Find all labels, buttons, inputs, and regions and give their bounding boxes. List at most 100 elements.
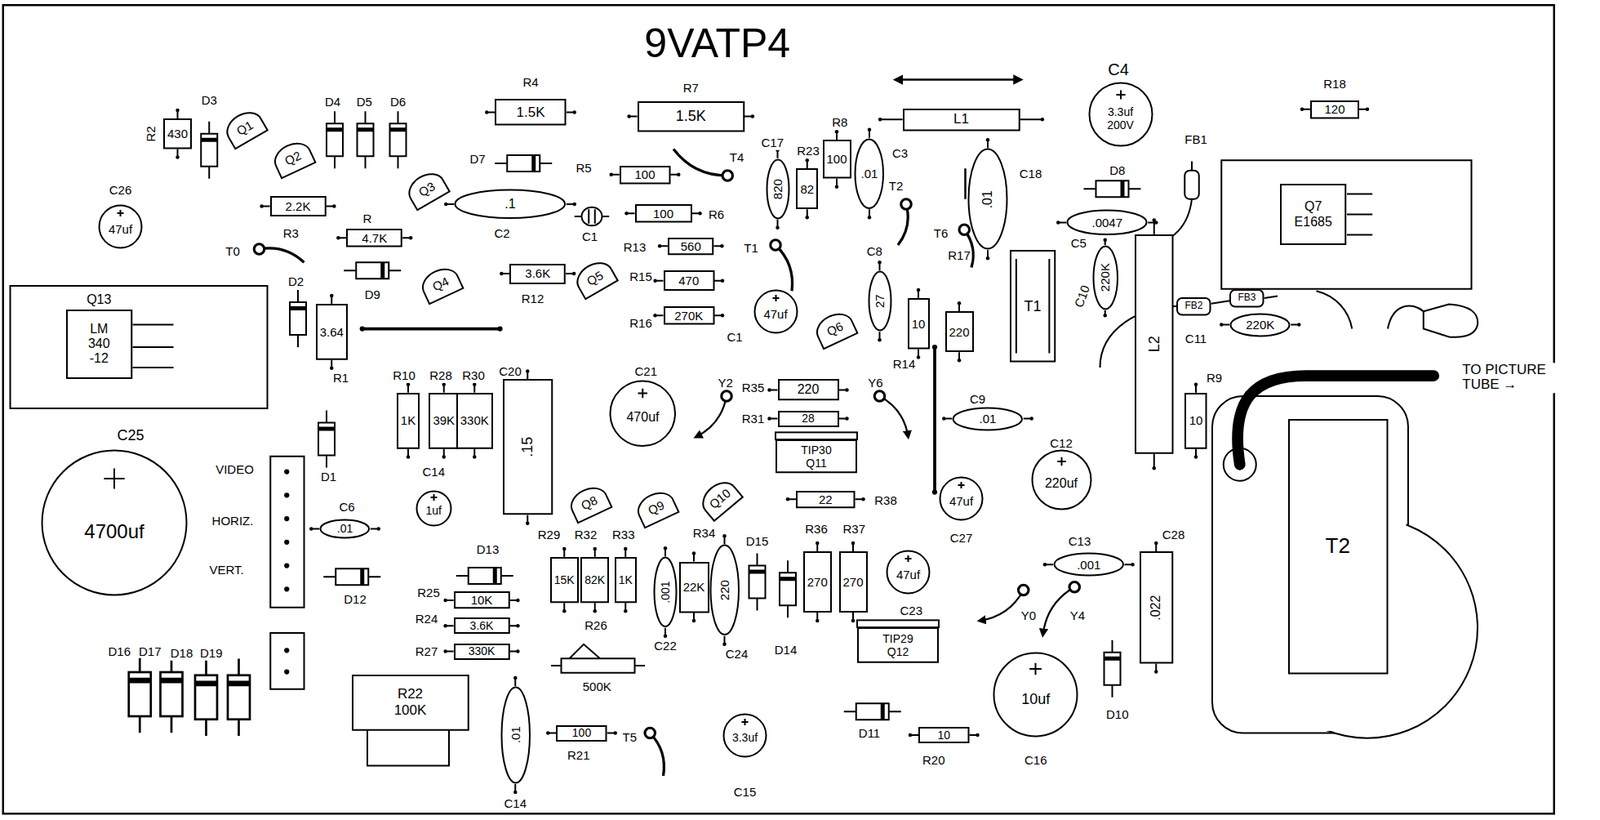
component-value: 2.2K — [285, 199, 312, 214]
diode-body — [856, 702, 889, 720]
lead-end — [377, 526, 382, 531]
part-label: R6 — [707, 207, 725, 222]
diode-band — [1120, 180, 1125, 197]
connector-pin — [284, 539, 289, 545]
diode-band — [318, 426, 335, 432]
resistor-symbol: 560 — [667, 237, 714, 255]
diode-band — [195, 680, 218, 687]
capacitor-outline — [754, 289, 797, 333]
electrolytic-capacitor: 4700uf — [40, 448, 188, 596]
pin-line — [133, 324, 174, 326]
component-value: Q12 — [887, 644, 909, 658]
text-group: .01 — [508, 726, 523, 744]
component-outline — [796, 168, 818, 209]
capacitor-symbol: 220K — [1229, 312, 1291, 338]
diode-lead — [333, 111, 336, 124]
polarity-mark — [742, 718, 749, 725]
lead-end — [499, 271, 504, 276]
text-group: R22100K — [394, 685, 427, 718]
electrolytic-capacitor: 10uf — [992, 651, 1079, 738]
part-label: T6 — [933, 226, 950, 241]
electrolytic-capacitor: 3.3uf — [722, 712, 768, 758]
component-value: 270K — [674, 308, 703, 323]
lead-end — [877, 260, 882, 265]
transistor-outline — [417, 263, 463, 304]
text-group: .001 — [1076, 557, 1101, 572]
electrolytic-capacitor: 1uf — [415, 489, 453, 527]
text-group: 470 — [678, 273, 699, 288]
text-group: .01 — [861, 166, 879, 181]
lead-end — [908, 733, 913, 738]
component-outline — [919, 727, 969, 743]
lead-end — [472, 382, 477, 387]
component-value: 220uf — [1044, 475, 1078, 491]
component-outline — [778, 411, 839, 427]
resistor-symbol: 270 — [803, 551, 832, 613]
resistor-symbol: 330K — [456, 392, 494, 449]
text-group: 28 — [801, 411, 815, 425]
capacitor-symbol: 220K — [1092, 244, 1120, 311]
lead-end — [957, 358, 962, 363]
polarity-mark — [905, 555, 912, 562]
resistor-symbol: 470 — [663, 270, 716, 291]
transistor-outline — [404, 168, 450, 210]
capacitor-outline — [1088, 83, 1152, 147]
diode-symbol — [227, 658, 250, 737]
part-label: C4 — [1106, 60, 1130, 79]
pin-line — [133, 346, 174, 348]
component-value: Q7 — [1304, 199, 1322, 214]
component-value: 1K — [400, 413, 416, 427]
diode-lead — [204, 658, 208, 676]
text-group: Q7E1685 — [1294, 199, 1333, 230]
resistor-symbol: 82K — [580, 556, 609, 603]
text-group: .01 — [980, 190, 996, 209]
component-box: Q7E1685 — [1280, 183, 1347, 245]
lead-end — [1152, 466, 1156, 471]
lead-end — [259, 204, 264, 209]
diode-lead — [494, 162, 507, 165]
part-label: R15 — [628, 270, 654, 285]
diode-symbol — [1104, 640, 1121, 698]
diode-lead — [1084, 187, 1097, 190]
text-group: .022 — [1148, 594, 1164, 620]
part-label: D5 — [355, 95, 374, 110]
text-group: 47uf — [108, 222, 133, 236]
text-group: 27 — [872, 293, 887, 308]
component-outline — [903, 109, 1020, 131]
text-group: 3.6K — [524, 266, 551, 280]
connector-pin — [284, 515, 289, 521]
lead-end — [329, 365, 334, 370]
resistor-symbol: 15K — [550, 556, 579, 603]
component-outline — [796, 491, 855, 507]
lead-end — [1154, 669, 1158, 674]
diode-lead — [388, 269, 401, 272]
component-outline — [510, 264, 565, 284]
diode-body — [326, 123, 343, 156]
part-label: R9 — [1205, 370, 1223, 385]
pin-line — [1346, 213, 1373, 216]
component-outline — [457, 393, 493, 449]
part-label: D18 — [169, 646, 195, 661]
transistor-symbol: Q3 — [402, 166, 451, 211]
diode-lead — [208, 121, 210, 134]
component-value: .0047 — [1091, 215, 1123, 230]
component-outline — [638, 102, 744, 132]
part-label: D9 — [364, 288, 382, 303]
part-label: R24 — [414, 611, 440, 626]
electrolytic-capacitor: 47uf — [938, 475, 984, 521]
transistor-symbol: Q9 — [632, 485, 680, 529]
resistor-symbol: 10 — [907, 297, 930, 350]
lead-end — [720, 313, 725, 318]
component-outline — [776, 440, 857, 472]
jumper-end — [360, 325, 365, 331]
component-outline — [840, 551, 867, 612]
diode-body — [357, 123, 374, 156]
diode-body — [749, 565, 766, 599]
transistor-tab — [857, 619, 939, 627]
component-value: T2 — [1325, 533, 1351, 559]
resistor-symbol: 100 — [635, 204, 693, 223]
diode-lead — [364, 155, 367, 169]
diode-symbol — [1084, 180, 1142, 197]
lead-end — [653, 279, 658, 284]
part-label: R35 — [741, 381, 766, 396]
